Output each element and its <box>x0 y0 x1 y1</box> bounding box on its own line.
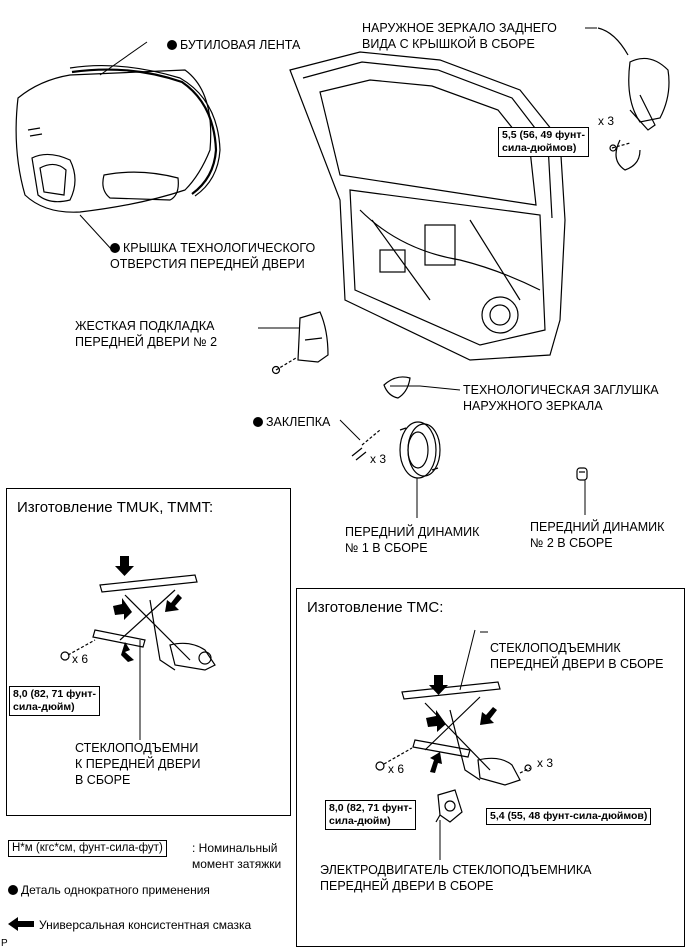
butyl-tape-label: БУТИЛОВАЯ ЛЕНТА <box>167 37 300 53</box>
mirror-hole-cover-drawing <box>383 376 411 399</box>
tmuk-grease-arrows <box>113 556 182 662</box>
service-hole-cover-label: КРЫШКА ТЕХНОЛОГИЧЕСКОГО ОТВЕРСТИЯ ПЕРЕДН… <box>110 241 316 271</box>
rivet-multiplier: x 3 <box>370 452 387 466</box>
speaker-1-drawing <box>399 421 441 479</box>
legend-torque-key: Н*м (кгс*см, фунт-сила-фут) <box>8 840 167 857</box>
legend-grease-arrow <box>8 917 34 931</box>
rivet-label: ЗАКЛЕПКА <box>253 414 330 430</box>
tmc-grease-arrows <box>426 675 497 773</box>
mirror-hole-cover-label: ТЕХНОЛОГИЧЕСКАЯ ЗАГЛУШКА НАРУЖНОГО ЗЕРКА… <box>463 383 659 413</box>
legend-grease: Универсальная консистентная смазка <box>39 918 252 932</box>
mirror-label: НАРУЖНОЕ ЗЕРКАЛО ЗАДНЕГО ВИДА С КРЫШКОЙ … <box>362 21 557 51</box>
legend-non-reusable: Деталь однократного применения <box>8 882 210 898</box>
tmc-panel-title: Изготовление TMC: <box>307 599 444 616</box>
stiffener-drawing <box>271 311 329 375</box>
rivet-drawing <box>351 429 381 461</box>
tmc-regulator-drawing <box>375 681 532 823</box>
legend: Н*м (кгс*см, фунт-сила-фут) : Номинальны… <box>8 838 290 948</box>
corner-mark: P <box>1 938 8 949</box>
motor-label: ЭЛЕКТРОДВИГАТЕЛЬ СТЕКЛОПОДЪЕМНИКА ПЕРЕДН… <box>320 863 592 893</box>
tmuk-panel: Изготовление TMUK, TMMT: <box>6 488 291 816</box>
service-hole-cover-drawing <box>15 64 221 213</box>
mirror-bolt-multiplier: x 3 <box>598 114 615 128</box>
tmc-bolt-torque-spec: 8,0 (82, 71 фунт- сила-дюйм) <box>325 800 416 830</box>
outer-mirror-drawing <box>597 27 670 171</box>
tmuk-bolt-multiplier: x 6 <box>72 652 89 666</box>
tmuk-regulator-label: СТЕКЛОПОДЪЕМНИ К ПЕРЕДНЕЙ ДВЕРИ В СБОРЕ <box>75 741 201 787</box>
tmc-nut-torque-spec: 5,4 (55, 48 фунт-сила-дюймов) <box>486 808 652 825</box>
front-door-drawing <box>289 51 566 361</box>
legend-torque-description: : Номинальный момент затяжки <box>192 841 282 871</box>
tmuk-panel-title: Изготовление TMUK, TMMT: <box>17 499 214 516</box>
tmc-bolt-multiplier: x 6 <box>388 762 405 776</box>
speaker-2-drawing <box>576 467 588 481</box>
tmuk-torque-spec: 8,0 (82, 71 фунт- сила-дюйм) <box>9 686 100 716</box>
stiffener-label: ЖЕСТКАЯ ПОДКЛАДКА ПЕРЕДНЕЙ ДВЕРИ № 2 <box>75 319 218 349</box>
leader-lines <box>79 27 597 860</box>
speaker-1-label: ПЕРЕДНИЙ ДИНАМИК № 1 В СБОРЕ <box>345 525 480 555</box>
tmc-nut-multiplier: x 3 <box>537 756 554 770</box>
legend-torque-row: Н*м (кгс*см, фунт-сила-фут) <box>8 838 167 857</box>
tmuk-regulator-drawing <box>60 574 216 671</box>
tmc-panel: Изготовление TMC: <box>296 588 685 947</box>
tmc-regulator-label: СТЕКЛОПОДЪЕМНИК ПЕРЕДНЕЙ ДВЕРИ В СБОРЕ <box>490 641 664 671</box>
speaker-2-label: ПЕРЕДНИЙ ДИНАМИК № 2 В СБОРЕ <box>530 520 665 550</box>
mirror-torque-spec: 5,5 (56, 49 фунт- сила-дюймов) <box>498 127 589 157</box>
